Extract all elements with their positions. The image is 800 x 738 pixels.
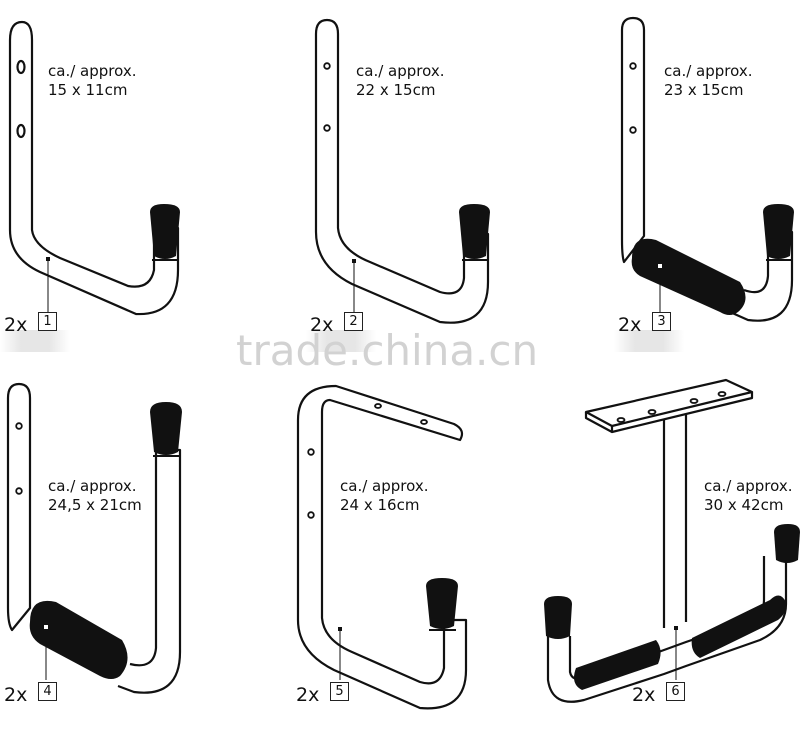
approx-text: ca./ approx.	[340, 477, 429, 495]
size-label-3: ca./ approx. 23 x 15cm	[664, 62, 752, 100]
item-number-3: 3	[652, 312, 671, 331]
blur-strip-left	[0, 330, 70, 352]
dimension-text: 24,5 x 21cm	[48, 496, 142, 514]
dimension-text: 30 x 42cm	[704, 496, 784, 514]
quantity-label-3: 2x	[618, 314, 642, 336]
size-label-2: ca./ approx. 22 x 15cm	[356, 62, 444, 100]
approx-text: ca./ approx.	[704, 477, 793, 495]
approx-text: ca./ approx.	[48, 62, 137, 80]
item-number-6: 6	[666, 682, 685, 701]
blur-strip-right	[614, 330, 684, 352]
size-label-5: ca./ approx. 24 x 16cm	[340, 477, 428, 515]
item-number-1: 1	[38, 312, 57, 331]
dimension-text: 24 x 16cm	[340, 496, 420, 514]
quantity-label-4: 2x	[4, 684, 28, 706]
dimension-text: 22 x 15cm	[356, 81, 436, 99]
item-number-5: 5	[330, 682, 349, 701]
quantity-label-2: 2x	[310, 314, 334, 336]
approx-text: ca./ approx.	[48, 477, 137, 495]
watermark: trade.china.cn	[236, 326, 539, 375]
size-label-4: ca./ approx. 24,5 x 21cm	[48, 477, 142, 515]
dimension-text: 15 x 11cm	[48, 81, 128, 99]
size-label-6: ca./ approx. 30 x 42cm	[704, 477, 792, 515]
quantity-label-6: 2x	[632, 684, 656, 706]
size-label-1: ca./ approx. 15 x 11cm	[48, 62, 136, 100]
dimension-text: 23 x 15cm	[664, 81, 744, 99]
item-number-4: 4	[38, 682, 57, 701]
approx-text: ca./ approx.	[356, 62, 445, 80]
approx-text: ca./ approx.	[664, 62, 753, 80]
quantity-label-1: 2x	[4, 314, 28, 336]
blur-strip-middle	[306, 330, 376, 352]
quantity-label-5: 2x	[296, 684, 320, 706]
item-number-2: 2	[344, 312, 363, 331]
